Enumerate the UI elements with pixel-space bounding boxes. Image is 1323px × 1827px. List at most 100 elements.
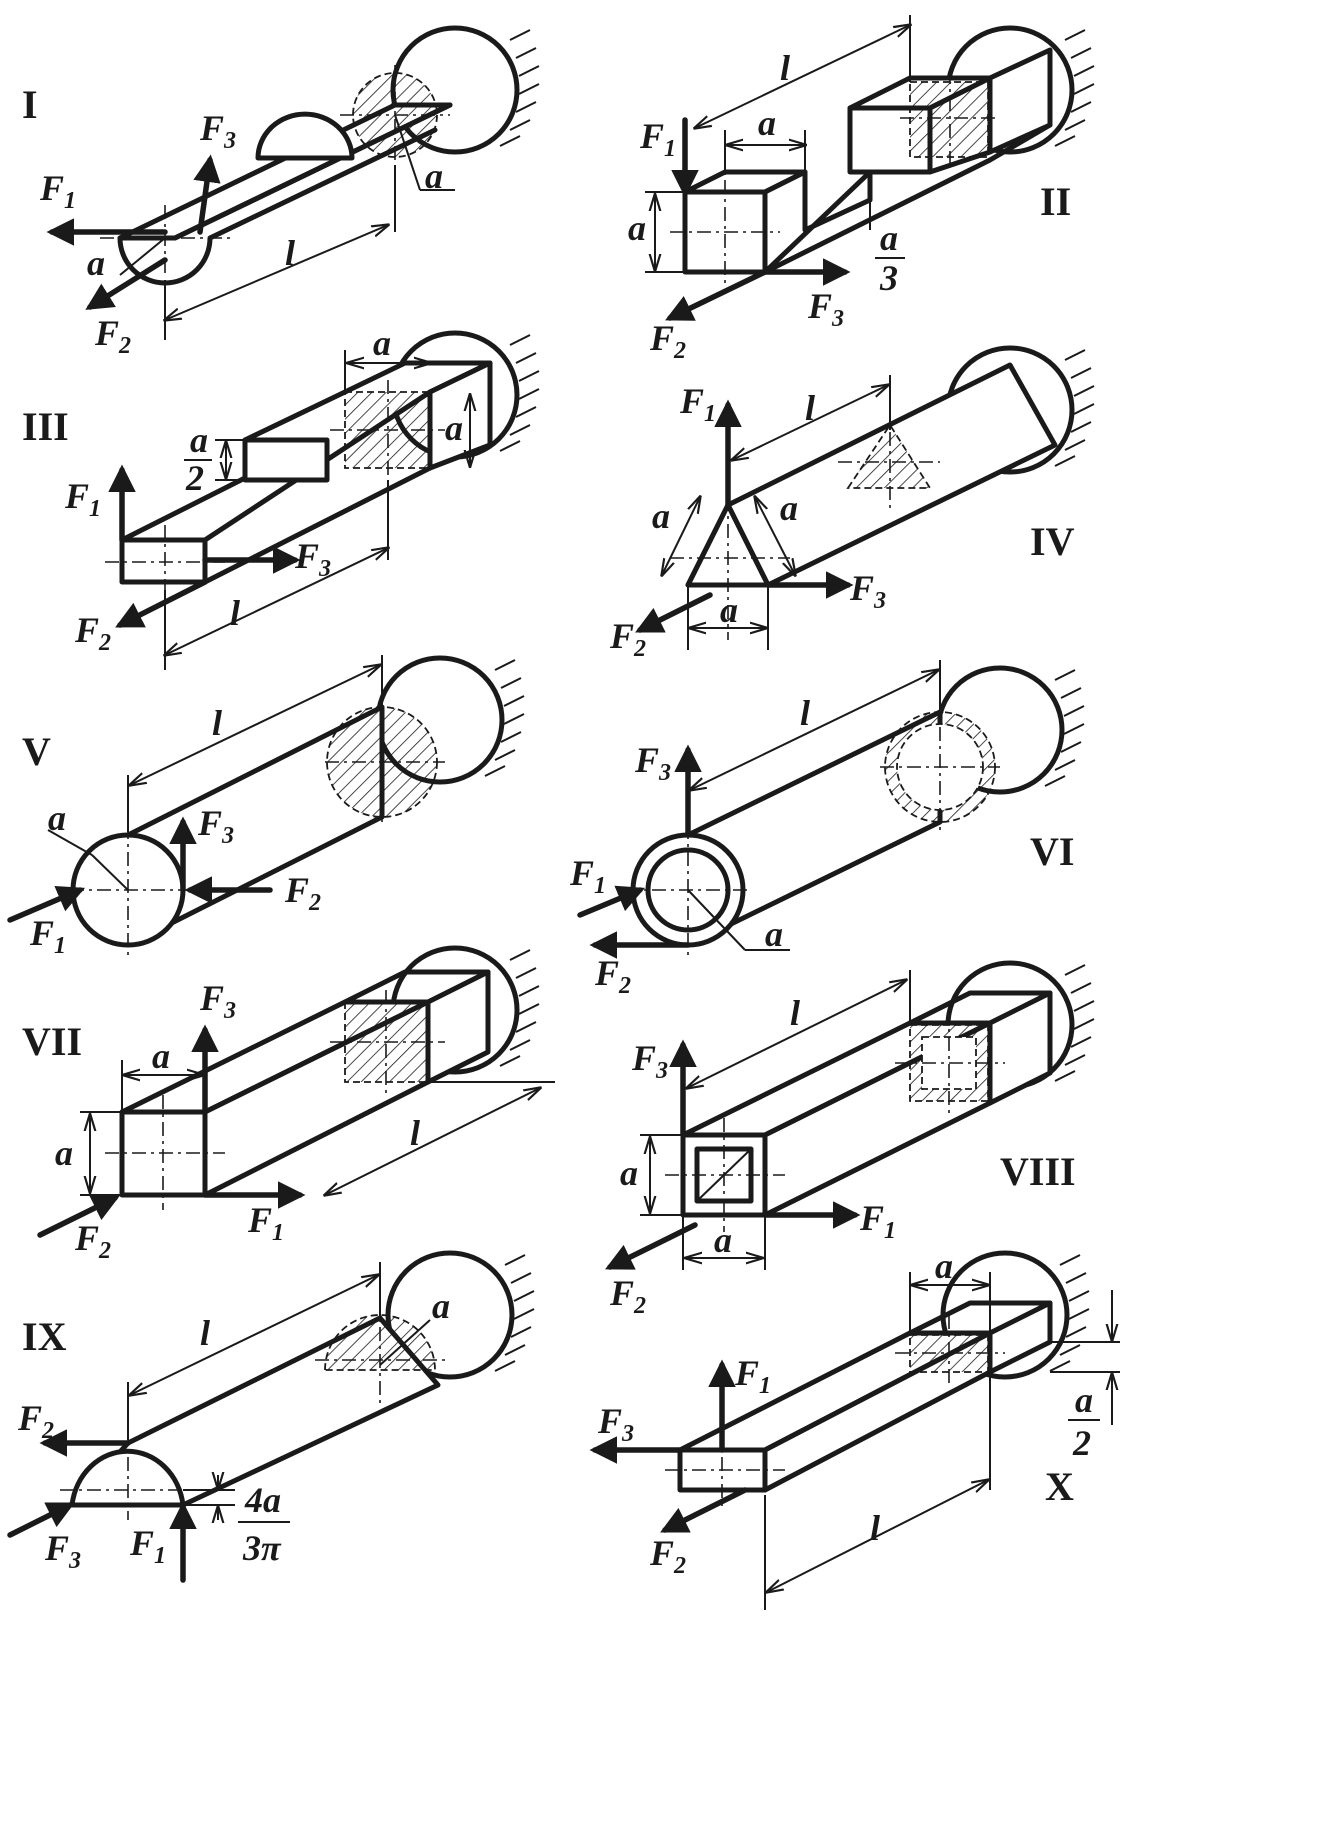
section-view: [909, 81, 989, 158]
svg-text:2: 2: [1072, 1423, 1091, 1463]
width-label: a: [714, 1220, 732, 1260]
force-f2-arrow: [660, 1487, 748, 1533]
length-label: l: [285, 233, 295, 273]
size-label: a: [758, 103, 776, 143]
force-f1-arrow: [577, 885, 646, 918]
length-label: l: [800, 693, 810, 733]
force-f2-arrow: [37, 1195, 120, 1238]
force-f2-arrow: [85, 257, 168, 310]
force-f3-arrow: [7, 1502, 75, 1538]
offset-label: 4a: [244, 1480, 281, 1520]
force-f2-label: F2: [94, 313, 131, 359]
force-arrows: F1 F3 F2: [64, 464, 331, 656]
force-f3-arrow: [193, 154, 221, 235]
size-label: a: [373, 323, 391, 363]
force-f1-label: F1: [679, 381, 716, 427]
length-label: l: [780, 48, 790, 88]
panel-label: I: [22, 82, 38, 127]
size-label: a: [628, 208, 646, 248]
force-arrows: F1 F2 F3: [569, 740, 702, 999]
force-f1-label: F1: [29, 913, 66, 959]
length-label: l: [790, 993, 800, 1033]
force-f1-label: F1: [129, 1523, 166, 1569]
force-f3-label: F3: [631, 1038, 668, 1084]
size-label: a: [445, 408, 463, 448]
size-label: a: [48, 798, 66, 838]
panel-label: VI: [1030, 829, 1074, 874]
dimensions: l a a a 2: [165, 323, 470, 670]
force-arrows: F1 F2 F3: [605, 1038, 896, 1319]
force-f2-label: F2: [609, 1273, 646, 1319]
panel-label: IV: [1030, 519, 1075, 564]
beam-body: [670, 47, 1053, 285]
svg-text:3π: 3π: [242, 1528, 282, 1568]
dimensions: l a: [47, 655, 382, 891]
width-label: a: [935, 1246, 953, 1286]
height-label: a: [55, 1133, 73, 1173]
force-arrows: F1 F3 F2: [609, 381, 886, 662]
force-f2-label: F2: [594, 953, 631, 999]
panel-label: IX: [22, 1314, 67, 1359]
panel-label: III: [22, 404, 69, 449]
length-label: l: [805, 388, 815, 428]
panel-label: V: [22, 729, 51, 774]
half-label: a: [1075, 1380, 1093, 1420]
force-f2-arrow: [635, 592, 713, 633]
panel-II: II l a: [628, 15, 1095, 364]
length-label: l: [410, 1113, 420, 1153]
panel-V: V l a F1 F2 F3: [7, 655, 525, 960]
length-label: l: [230, 593, 240, 633]
force-f1-label: F1: [859, 1198, 896, 1244]
svg-text:3: 3: [879, 258, 898, 298]
base-label: a: [720, 590, 738, 630]
force-f3-label: F3: [849, 568, 886, 614]
panel-label: VIII: [1000, 1149, 1076, 1194]
panel-III: III l a a: [22, 323, 540, 670]
force-f1-label: F1: [734, 1353, 771, 1399]
side-label: a: [780, 488, 798, 528]
force-f3-label: F3: [807, 286, 844, 332]
beam-body: [70, 700, 445, 960]
force-f3-label: F3: [199, 978, 236, 1024]
force-f3-label: F3: [634, 740, 671, 786]
dimensions: l a a a: [652, 375, 890, 650]
force-f2-label: F2: [609, 616, 646, 662]
force-arrows: F2 F3 F1: [7, 1398, 197, 1583]
size-label: a: [425, 156, 443, 196]
force-f2-arrow: [605, 1222, 698, 1270]
beam-body: [665, 990, 1053, 1232]
force-arrows: F1 F3 F2: [639, 116, 851, 364]
width-label: a: [152, 1036, 170, 1076]
force-f2-label: F2: [284, 870, 321, 916]
force-f3-label: F3: [44, 1528, 81, 1574]
size-label: a: [765, 914, 783, 954]
panel-I: I l a a: [22, 25, 540, 359]
height-label: a: [620, 1153, 638, 1193]
force-f1-label: F1: [569, 853, 606, 899]
beam-body: [105, 969, 491, 1210]
force-f1-label: F1: [39, 168, 76, 214]
dimensions: a l a 2: [765, 1246, 1120, 1610]
dimensions: l a 4a 3π: [128, 1262, 450, 1568]
force-f2-label: F2: [17, 1398, 54, 1444]
force-f1-label: F1: [247, 1200, 284, 1246]
force-f2-label: F2: [74, 610, 111, 656]
notch-label: a: [880, 218, 898, 258]
panel-X: X a l: [589, 1246, 1120, 1610]
panel-label: II: [1040, 179, 1071, 224]
force-arrows: F1 F2 F3: [39, 108, 236, 359]
force-arrows: F1 F3 F2: [589, 1353, 771, 1579]
panel-IX: IX l a 4a 3π: [7, 1250, 535, 1583]
half-label: a: [190, 420, 208, 460]
force-f1-label: F1: [64, 476, 101, 522]
force-arrows: F1 F2 F3: [7, 803, 321, 959]
force-f2-label: F2: [649, 318, 686, 364]
beam-body: [665, 1300, 1053, 1510]
force-arrows: F1 F2 F3: [37, 978, 306, 1264]
length-label: l: [200, 1313, 210, 1353]
dimensions: l a: [688, 660, 940, 954]
size-label: a: [87, 243, 105, 283]
force-f2-arrow: [115, 579, 208, 628]
force-f3-label: F3: [294, 536, 331, 582]
